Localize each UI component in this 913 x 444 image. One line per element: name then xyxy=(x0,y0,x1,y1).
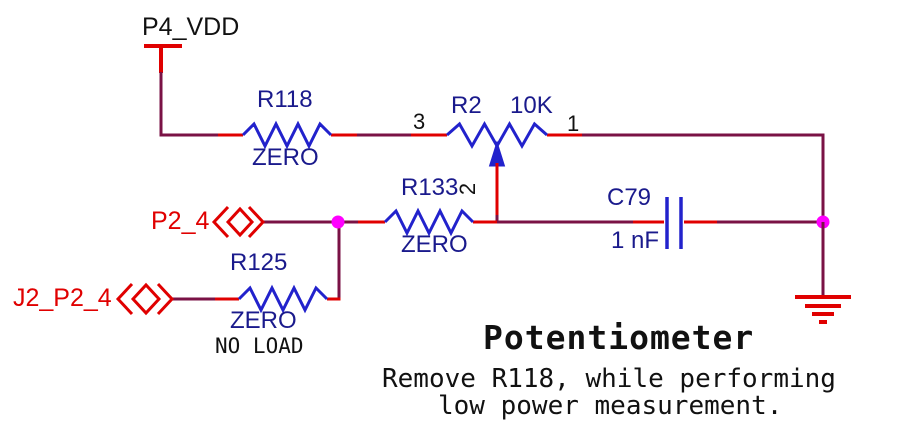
refdes-r125: R125 xyxy=(230,249,288,276)
vdd-power-bar-icon xyxy=(144,44,182,73)
note-line-1: Remove R118, while performing xyxy=(382,364,836,394)
wiper-arrow-icon xyxy=(488,140,506,167)
note-line-2: low power measurement. xyxy=(438,391,783,421)
value-r125: ZERO xyxy=(230,307,297,334)
junction-dot xyxy=(331,215,345,229)
offpage-connector-icon xyxy=(115,282,175,316)
no-load-note: NO LOAD xyxy=(215,334,304,358)
pin-number-3: 3 xyxy=(413,109,426,134)
net-label-j2-p2-4: J2_P2_4 xyxy=(13,284,112,312)
potentiometer-r2-symbol xyxy=(446,120,548,167)
ground-icon xyxy=(795,295,851,324)
power-net-label: P4_VDD xyxy=(142,13,240,41)
schematic-title: Potentiometer xyxy=(483,318,755,357)
refdes-r2: R2 xyxy=(451,92,482,119)
pin-number-1: 1 xyxy=(567,111,580,136)
net-label-p2-4: P2_4 xyxy=(151,207,210,235)
resistor-r133-symbol xyxy=(383,207,475,237)
value-r133: ZERO xyxy=(401,231,468,258)
offpage-connector-icon xyxy=(211,205,266,239)
wire-top-net xyxy=(159,133,825,222)
refdes-c79: C79 xyxy=(607,184,652,211)
value-r2: 10K xyxy=(510,92,553,119)
refdes-r118: R118 xyxy=(257,86,313,113)
pin-number-2: 2 xyxy=(455,182,481,196)
value-r118: ZERO xyxy=(252,144,319,171)
capacitor-c79-symbol xyxy=(665,197,683,249)
value-c79: 1 nF xyxy=(611,227,660,254)
refdes-r133: R133 xyxy=(401,174,459,201)
resistor-r118-symbol xyxy=(241,120,333,150)
resistor-r125-symbol xyxy=(237,284,329,314)
